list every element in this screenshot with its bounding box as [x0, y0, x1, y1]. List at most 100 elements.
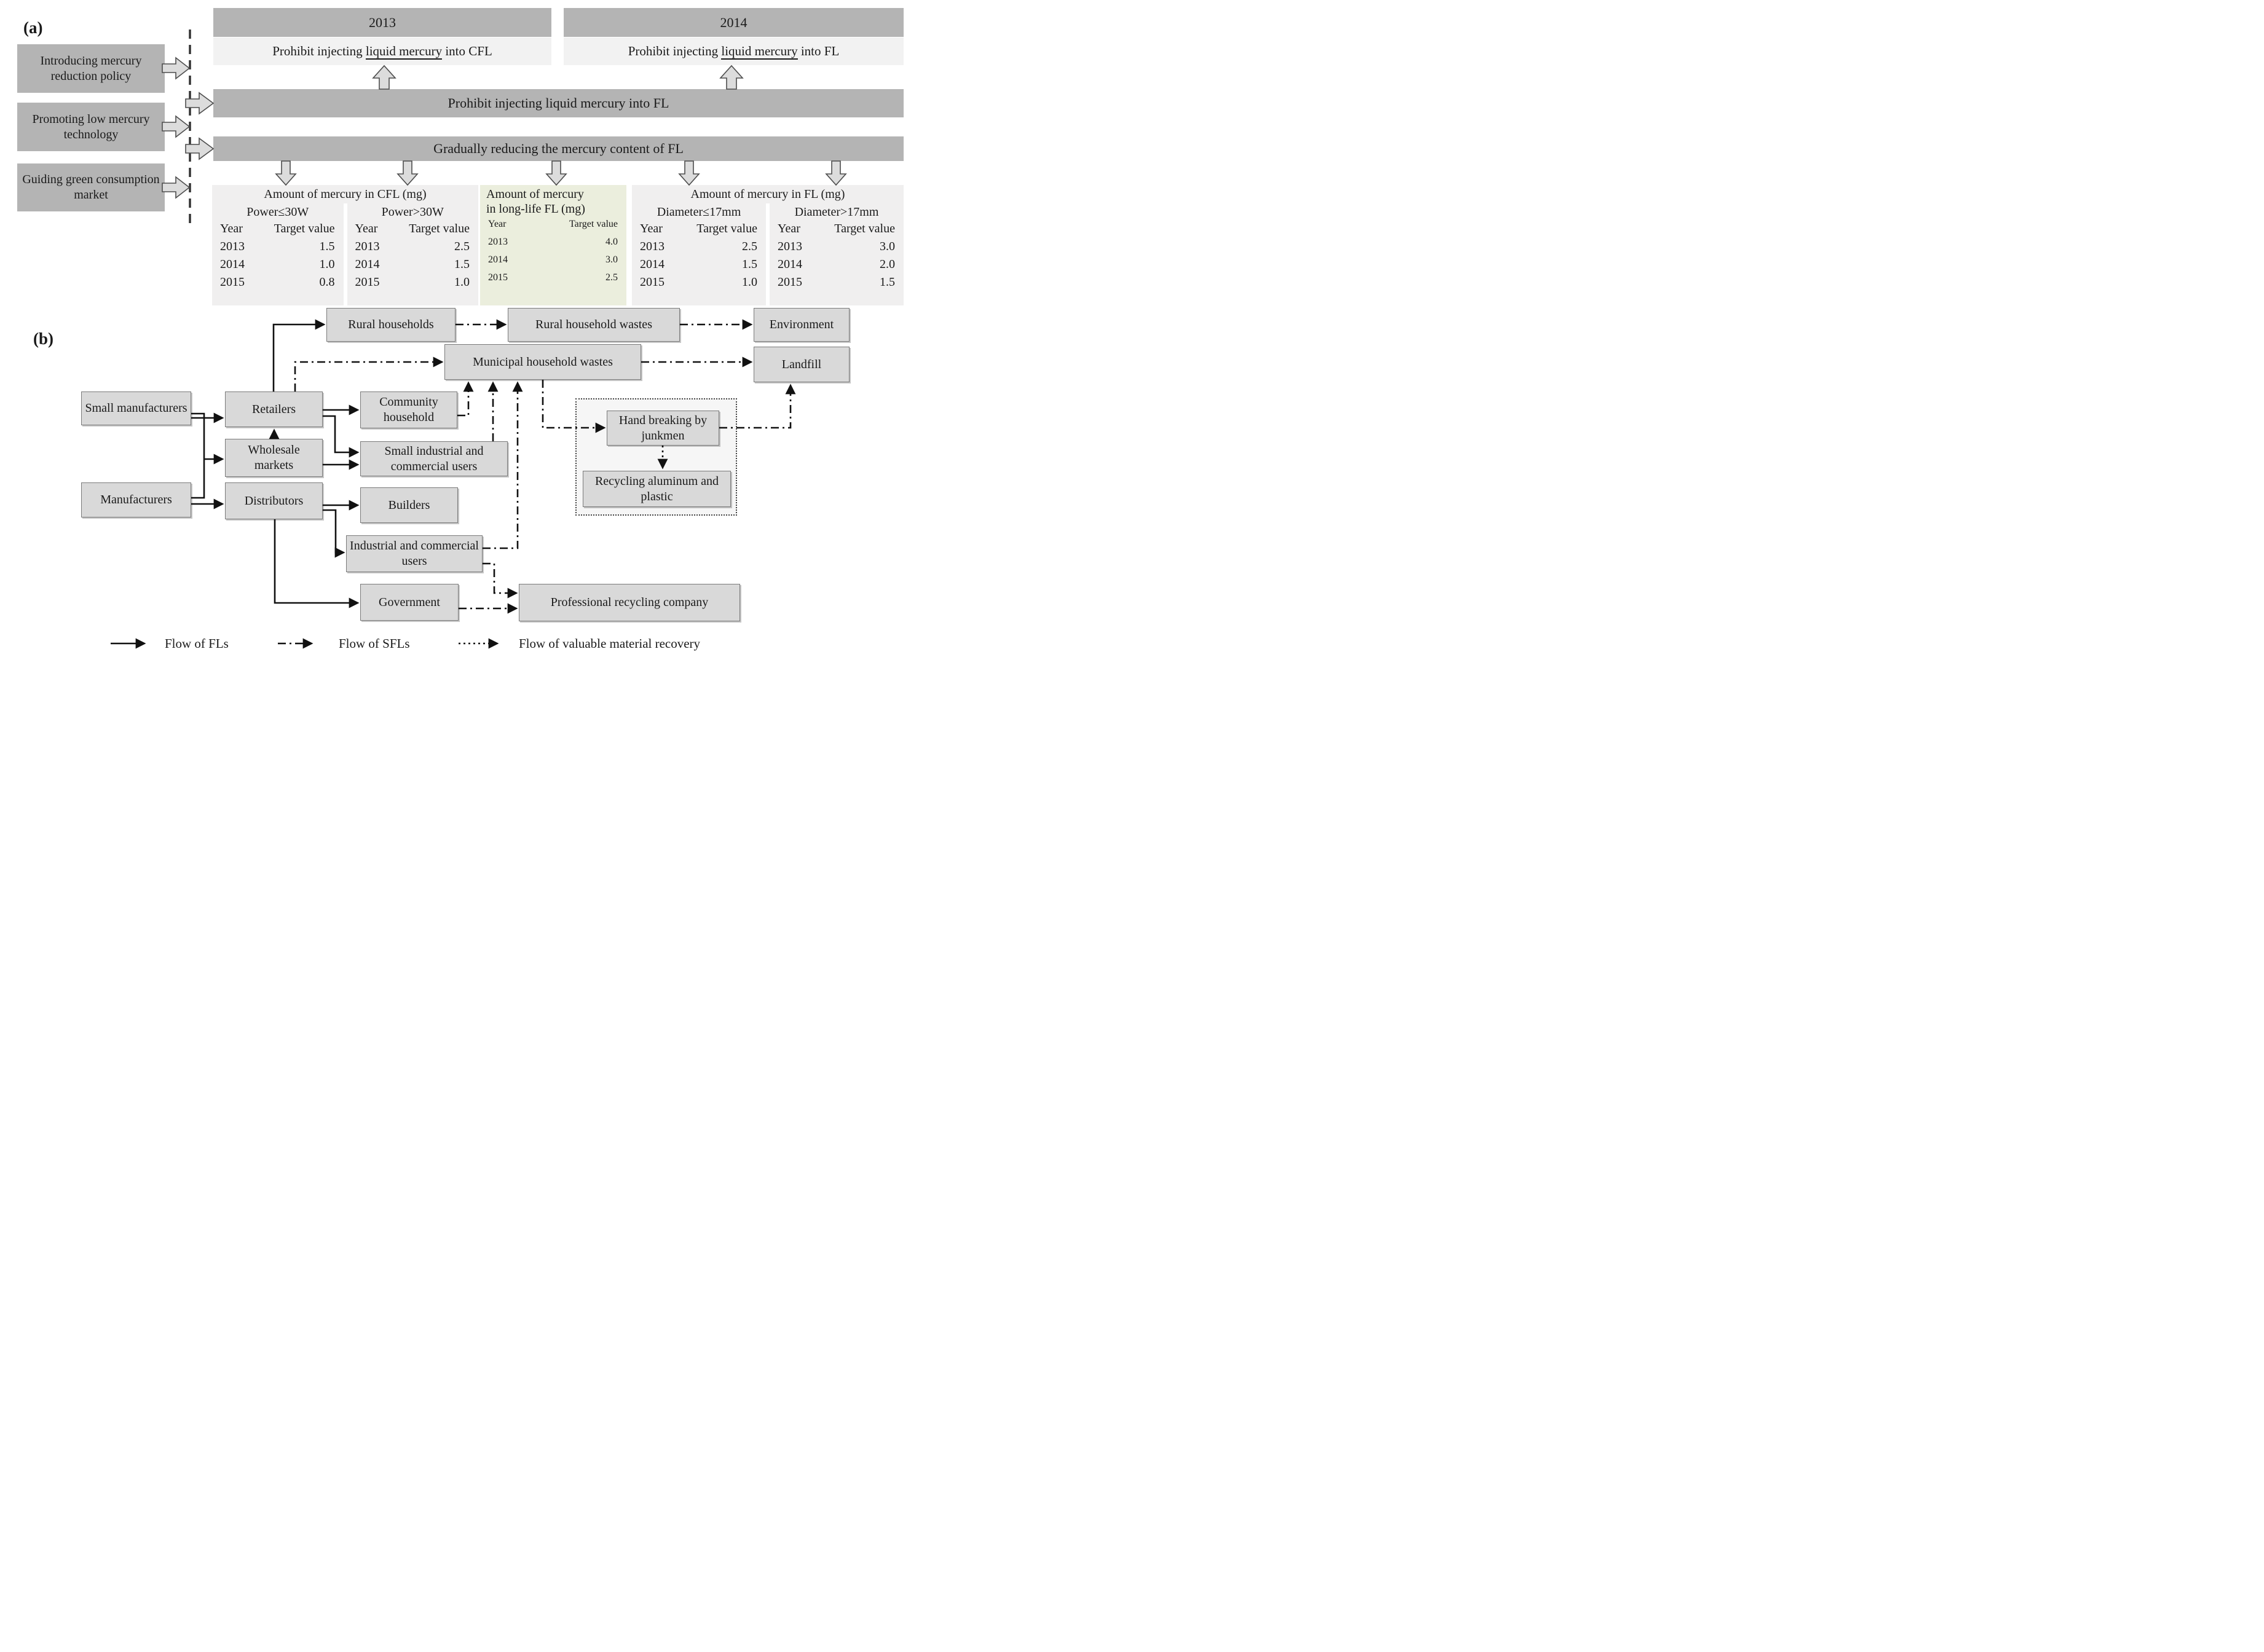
node-retailers: Retailers: [225, 391, 323, 427]
node-small-industrial-commercial-users: Small industrial and commercial users: [360, 441, 508, 476]
node-landfill: Landfill: [754, 347, 850, 382]
edge-community-municipal: [457, 381, 474, 417]
ban-cfl-text: Prohibit injecting liquid mercury into C…: [272, 44, 492, 60]
down-arrow-icon: [545, 160, 567, 186]
reduce-bar: Gradually reducing the mercury content o…: [213, 136, 904, 161]
node-community-household: Community household: [360, 391, 457, 428]
policy-arrow-icon: [162, 115, 191, 138]
policy-box-promoting: Promoting low mercury technology: [17, 103, 165, 151]
bar-feed-arrow-icon: [185, 137, 215, 160]
policy-box-introducing-label: Introducing mercury reduction policy: [40, 53, 142, 83]
legend-flow-fls-label: Flow of FLs: [165, 636, 229, 651]
node-manufacturers: Manufacturers: [81, 482, 191, 517]
node-recycling-aluminum-plastic: Recycling aluminum and plastic: [583, 471, 731, 507]
col-header: Diameter≤17mm: [657, 205, 741, 219]
edge-distributors-industrial: [323, 509, 345, 558]
down-arrow-icon: [396, 160, 419, 186]
policy-box-guiding-label: Guiding green consumption market: [22, 173, 160, 202]
value-label: Target value: [696, 222, 757, 235]
table-cfl: Amount of mercury in CFL (mg) Power≤30W …: [212, 185, 478, 305]
node-government: Government: [360, 584, 459, 621]
ban-fl-bar: Prohibit injecting liquid mercury into F…: [564, 37, 904, 65]
edge-retailers-smallindustrial: [323, 415, 360, 458]
node-professional-recycling-company: Professional recycling company: [519, 584, 740, 621]
value-label: Target value: [274, 222, 335, 235]
policy-arrow-icon: [162, 57, 191, 80]
node-industrial-commercial-users: Industrial and commercial users: [346, 535, 483, 572]
edge-industrial-professional: [483, 562, 518, 599]
year-label: Year: [355, 222, 378, 235]
table-cfl-title: Amount of mercury in CFL (mg): [212, 185, 478, 203]
col-header: Diameter>17mm: [794, 205, 879, 219]
legend-flow-recovery-label: Flow of valuable material recovery: [519, 636, 701, 651]
policy-arrow-icon: [162, 176, 191, 199]
up-arrow-icon: [372, 65, 396, 90]
edge-manufacturers-trunk: [191, 412, 205, 499]
table-fl: Amount of mercury in FL (mg) Diameter≤17…: [632, 185, 904, 305]
node-small-manufacturers: Small manufacturers: [81, 391, 191, 425]
value-label: Target value: [409, 222, 470, 235]
node-wholesale-markets: Wholesale markets: [225, 439, 323, 477]
figure-page: (a) Introducing mercury reduction policy…: [0, 0, 905, 661]
edge-retailers-municipal: [294, 356, 444, 391]
node-distributors: Distributors: [225, 482, 323, 519]
block-arrows: [162, 57, 847, 199]
policy-box-promoting-label: Promoting low mercury technology: [32, 112, 150, 141]
reduce-bar-label: Gradually reducing the mercury content o…: [433, 141, 684, 156]
value-label: Target value: [569, 218, 618, 229]
node-hand-breaking-by-junkmen: Hand breaking by junkmen: [607, 411, 719, 446]
section-a-label: (a): [23, 18, 43, 37]
bar-feed-arrow-icon: [185, 92, 215, 115]
node-municipal-household-wastes: Municipal household wastes: [444, 344, 641, 380]
policy-box-guiding: Guiding green consumption market: [17, 163, 165, 211]
policy-box-introducing: Introducing mercury reduction policy: [17, 44, 165, 93]
node-rural-households: Rural households: [326, 308, 456, 342]
year-label: Year: [778, 222, 800, 235]
col-header: Power>30W: [381, 205, 444, 219]
legend-flow-sfls-label: Flow of SFLs: [339, 636, 410, 651]
table-fl-title: Amount of mercury in FL (mg): [632, 185, 904, 203]
edge-distributors-government: [274, 519, 360, 608]
node-builders: Builders: [360, 487, 458, 523]
down-arrow-icon: [825, 160, 847, 186]
year-label: Year: [220, 222, 243, 235]
year-2014-label: 2014: [720, 14, 747, 30]
up-arrow-icon: [719, 65, 744, 90]
table-longlife: Amount of mercury in long-life FL (mg) Y…: [480, 185, 626, 305]
prohibit-bar-label: Prohibit injecting liquid mercury into F…: [448, 95, 669, 111]
ban-cfl-bar: Prohibit injecting liquid mercury into C…: [213, 37, 551, 65]
prohibit-bar: Prohibit injecting liquid mercury into F…: [213, 89, 904, 117]
value-label: Target value: [834, 222, 895, 235]
node-environment: Environment: [754, 308, 850, 342]
section-b-label: (b): [33, 329, 53, 348]
down-arrow-icon: [275, 160, 297, 186]
node-rural-household-wastes: Rural household wastes: [508, 308, 680, 342]
ban-fl-text: Prohibit injecting liquid mercury into F…: [628, 44, 840, 60]
down-arrow-icon: [678, 160, 700, 186]
col-header: Power≤30W: [247, 205, 309, 219]
year-2014-bar: 2014: [564, 8, 904, 37]
table-longlife-title: Amount of mercury in long-life FL (mg): [480, 185, 626, 217]
year-2013-label: 2013: [369, 14, 396, 30]
